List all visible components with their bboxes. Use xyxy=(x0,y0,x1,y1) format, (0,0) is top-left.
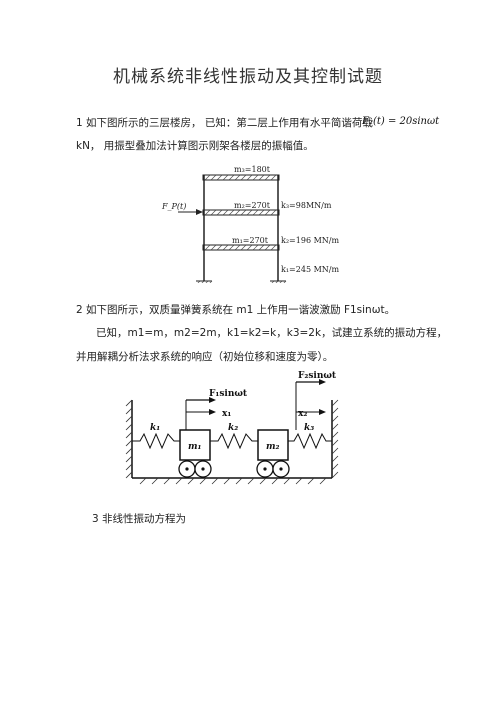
q1-line2: kN， 用振型叠加法计算图示刚架各楼层的振幅值。 xyxy=(76,140,314,152)
label-k2: k₂ xyxy=(228,423,238,433)
q2-line3: 并用解耦分析法求系统的响应（初始位移和速度为零）。 xyxy=(76,351,334,363)
label-m2: m₂ xyxy=(266,442,280,452)
q1-formula: F₂(t) = 20sinωt xyxy=(362,116,440,127)
label-k2: k₂=196 MN/m xyxy=(281,236,339,245)
label-F1: F₁sinωt xyxy=(209,389,248,399)
label-force: F_P(t) xyxy=(161,202,186,211)
q1-line1: 1 如下图所示的三层楼房， 已知：第二层上作用有水平简谐荷载 xyxy=(76,117,373,129)
label-x2: x₂ xyxy=(298,409,307,419)
frame-diagram: m₃=180t m₂=270t m₁=270t k₃=98MN/m k₂=196… xyxy=(161,165,339,283)
two-mass-diagram: F₁sinωt F₂sinωt x₁ x₂ m₁ m₂ k₁ k₂ k₃ xyxy=(125,371,339,485)
label-x1: x₁ xyxy=(222,409,231,419)
page-title: 机械系统非线性振动及其控制试题 xyxy=(113,67,383,87)
label-m2: m₂=270t xyxy=(234,201,271,210)
label-m1: m₁ xyxy=(188,442,202,452)
label-F2: F₂sinωt xyxy=(298,371,337,381)
q2-line2: 已知，m1=m，m2=2m，k1=k2=k，k3=2k，试建立系统的振动方程， xyxy=(96,327,448,339)
label-k3: k₃=98MN/m xyxy=(281,201,332,210)
label-k1: k₁=245 MN/m xyxy=(281,265,339,274)
label-k1: k₁ xyxy=(150,423,160,433)
label-m1: m₁=270t xyxy=(232,236,269,245)
q3-line1: 3 非线性振动方程为 xyxy=(92,513,187,525)
q2-line1: 2 如下图所示，双质量弹簧系统在 m1 上作用一谐波激励 F1sinωt。 xyxy=(76,304,396,316)
label-k3: k₃ xyxy=(304,423,314,433)
label-m3: m₃=180t xyxy=(234,165,271,174)
